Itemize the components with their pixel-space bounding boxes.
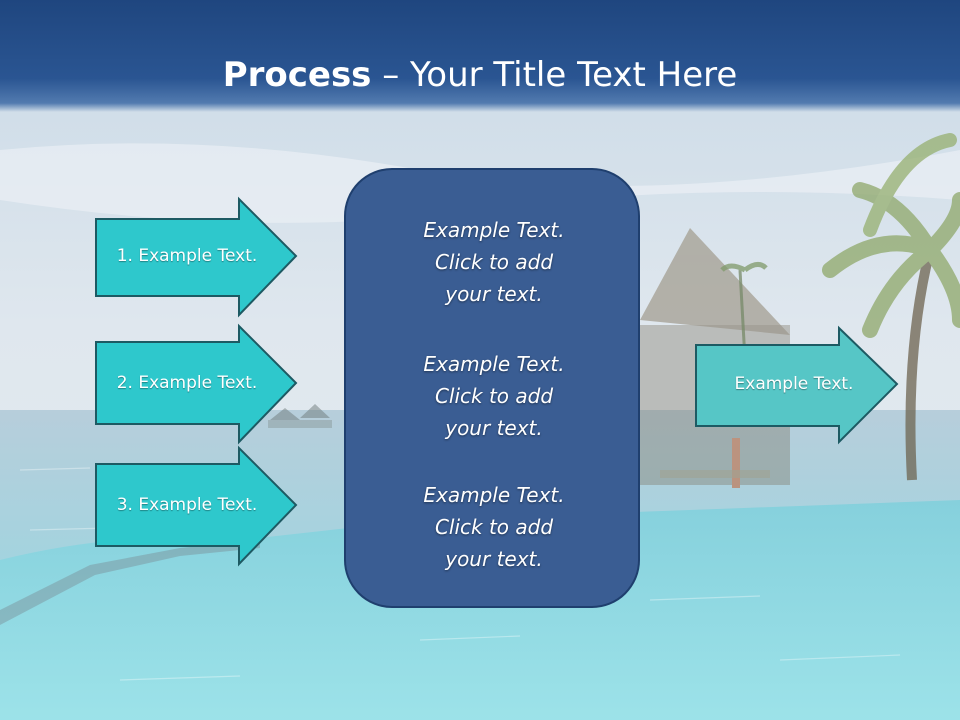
paragraph-line: Click to add — [434, 384, 554, 408]
arrow-label: 3. Example Text. — [116, 495, 258, 515]
title-bold: Process — [222, 55, 372, 95]
page-title[interactable]: Process – Your Title Text Here — [0, 52, 960, 98]
paragraph-line: your text. — [445, 416, 543, 440]
arrow-shape — [95, 445, 298, 567]
paragraph-line: Example Text. — [423, 352, 565, 376]
title-rest: – Your Title Text Here — [371, 55, 738, 95]
center-text-box[interactable]: Example Text. Click to add your text. Ex… — [344, 168, 640, 608]
arrow-shape — [695, 325, 899, 445]
paragraph-line: your text. — [445, 282, 543, 306]
arrow-label: 2. Example Text. — [116, 373, 258, 393]
center-paragraph-3: Example Text. Click to add your text. — [346, 479, 642, 575]
arrow-body — [95, 323, 298, 445]
center-paragraph-2: Example Text. Click to add your text. — [346, 348, 642, 444]
paragraph-line: Click to add — [434, 250, 554, 274]
left-arrow-1[interactable]: 1. Example Text. — [95, 196, 298, 318]
left-arrow-2[interactable]: 2. Example Text. — [95, 323, 298, 445]
paragraph-line: Example Text. — [423, 483, 565, 507]
arrow-body — [95, 196, 298, 318]
paragraph-line: your text. — [445, 547, 543, 571]
arrow-label: Example Text. — [734, 374, 854, 394]
title-bar — [0, 0, 960, 112]
arrow-label: 1. Example Text. — [116, 246, 258, 266]
paragraph-line: Example Text. — [423, 218, 565, 242]
arrow-shape — [95, 196, 298, 318]
arrow-body — [695, 325, 899, 445]
right-arrow[interactable]: Example Text. — [695, 325, 899, 445]
left-arrow-3[interactable]: 3. Example Text. — [95, 445, 298, 567]
paragraph-line: Click to add — [434, 515, 554, 539]
arrow-shape — [95, 323, 298, 445]
arrow-body — [95, 445, 298, 567]
center-paragraph-1: Example Text. Click to add your text. — [346, 214, 642, 310]
